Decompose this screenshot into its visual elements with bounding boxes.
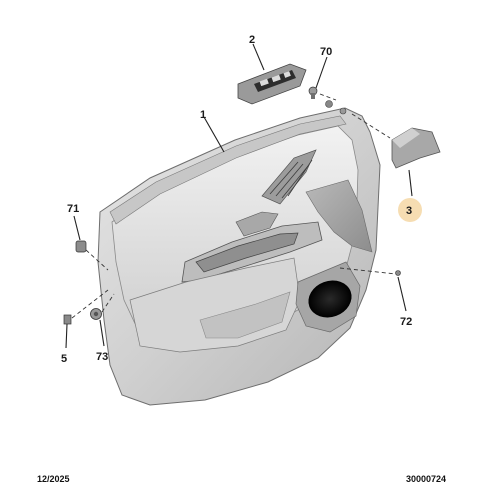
callout-71: 71: [67, 203, 79, 215]
screw-72: [395, 270, 401, 276]
callout-5: 5: [61, 353, 67, 365]
callout-1: 1: [200, 109, 206, 121]
callout-2: 2: [249, 34, 255, 46]
mirror-corner-trim: [391, 127, 441, 169]
clip-70: [308, 86, 318, 99]
leader-lines: [65, 43, 413, 349]
callout-3-highlight: [398, 198, 422, 222]
speaker-grille: [308, 280, 352, 318]
callout-3: 3: [406, 205, 412, 217]
callout-72: 72: [400, 316, 412, 328]
callout-73: 73: [96, 351, 108, 363]
footer-date: 12/2025: [37, 474, 70, 484]
door-trim-panel: [97, 100, 381, 406]
plug-5: [63, 314, 72, 325]
window-switch-bezel: [237, 63, 307, 105]
clip-73: [90, 308, 102, 320]
clip-71: [75, 240, 87, 253]
footer-reference: 30000724: [406, 474, 447, 484]
callout-70: 70: [320, 46, 332, 58]
